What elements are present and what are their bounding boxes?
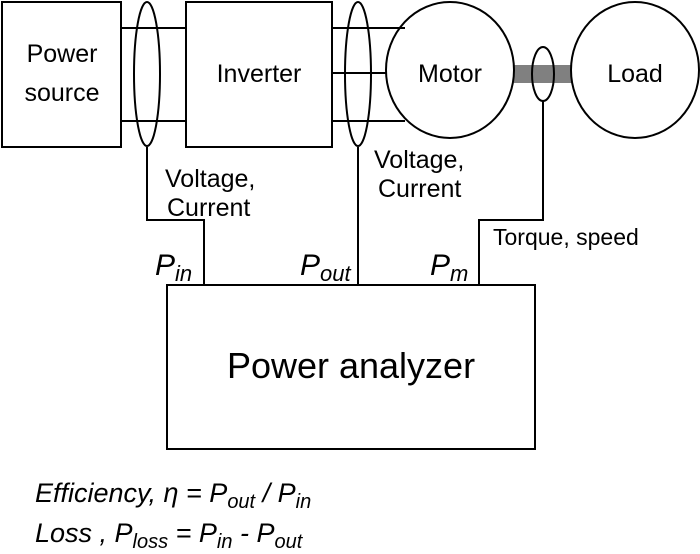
output-measure-label-1: Voltage, (374, 146, 464, 174)
power-source-block (1, 1, 122, 148)
motor-shaft (514, 65, 572, 83)
mech-measure-label: Torque, speed (493, 224, 639, 250)
input-sensor-ellipse (133, 1, 161, 147)
efficiency-formula: Efficiency, η = Pout / Pin (35, 478, 311, 513)
input-measure-label-1: Voltage, (165, 165, 255, 193)
power-source-label-1: Power (27, 40, 98, 68)
output-measure-label-2: Current (378, 175, 461, 203)
inverter-label: Inverter (217, 60, 302, 88)
power-analyzer-block (166, 284, 536, 450)
p-in-label: Pin (155, 249, 192, 286)
power-analyzer-label: Power analyzer (227, 345, 475, 386)
load-label: Load (607, 60, 663, 88)
output-sensor-ellipse (344, 1, 372, 147)
motor-block (385, 1, 515, 139)
p-out-label: Pout (300, 249, 351, 286)
inverter-block (185, 1, 333, 148)
motor-label: Motor (418, 60, 482, 88)
mech-signal-wire (478, 101, 544, 285)
input-signal-wire (146, 147, 205, 285)
power-source-label-2: source (24, 79, 99, 107)
p-m-label: Pm (430, 249, 468, 286)
loss-formula: Loss , Ploss = Pin - Pout (35, 518, 304, 553)
input-measure-label-2: Current (167, 194, 250, 222)
load-block (570, 1, 700, 139)
